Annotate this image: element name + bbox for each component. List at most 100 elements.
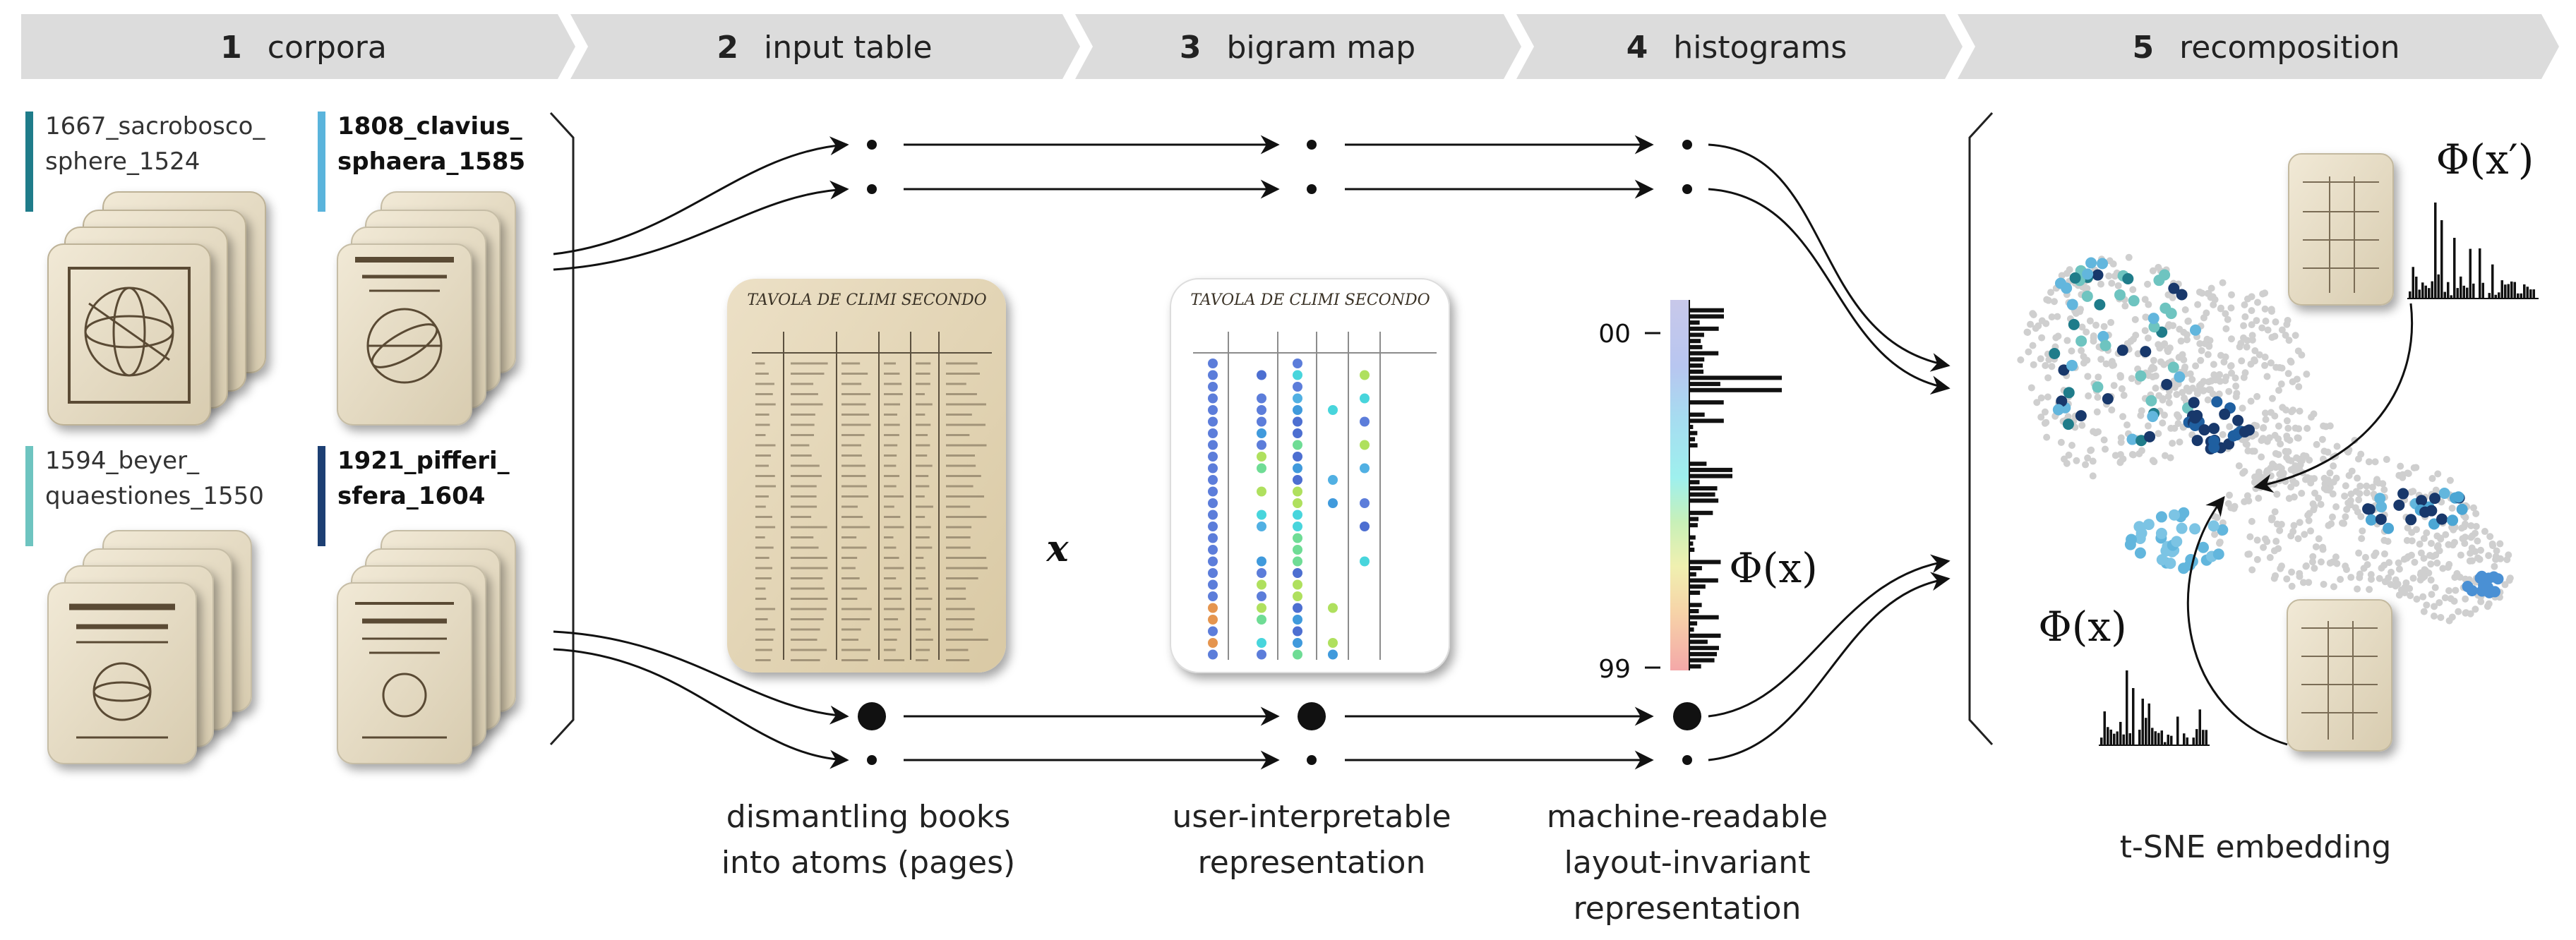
histogram-bottom-bar <box>2147 703 2150 745</box>
tsne-point <box>2441 594 2449 602</box>
tsne-point <box>2275 451 2282 459</box>
book-title-line1: 1921_pifferi_ <box>337 447 510 475</box>
tsne-point <box>2421 572 2428 580</box>
tsne-point <box>2111 272 2119 280</box>
tsne-point <box>2032 325 2039 332</box>
tsne-point <box>2332 553 2340 561</box>
histogram-bar <box>1690 548 1695 552</box>
tsne-point <box>2141 327 2149 335</box>
bigram-dot <box>1208 416 1218 427</box>
tsne-point <box>2496 540 2504 548</box>
tsne-point <box>2302 562 2310 570</box>
tsne-point <box>2276 526 2284 534</box>
tsne-point <box>2376 574 2383 582</box>
tsne-point <box>2121 302 2129 310</box>
tsne-point <box>2311 489 2319 497</box>
tsne-point <box>2024 328 2032 336</box>
tsne-point <box>2354 455 2362 463</box>
tsne-point <box>2094 394 2102 402</box>
tsne-point <box>2037 394 2045 402</box>
tsne-point <box>2271 412 2279 420</box>
bigram-dot <box>1208 405 1218 415</box>
tsne-point <box>2102 360 2110 368</box>
tsne-point <box>2265 434 2273 442</box>
tsne-point <box>2261 289 2269 297</box>
tsne-point <box>2042 362 2049 370</box>
thumbnail-top <box>2288 153 2394 306</box>
tsne-point <box>2117 434 2125 442</box>
tsne-point <box>2289 476 2296 484</box>
banner-num-4: 4 <box>1627 30 1648 66</box>
tsne-highlight-point <box>2049 348 2061 360</box>
tsne-highlight-point <box>2054 277 2066 289</box>
tsne-point <box>2211 531 2219 538</box>
tsne-point <box>2186 370 2194 378</box>
tsne-point <box>2272 572 2280 579</box>
tsne-point <box>2363 489 2371 497</box>
bigram-dot <box>1257 615 1266 625</box>
bigram-dot <box>1328 475 1338 485</box>
tsne-point <box>2472 510 2480 517</box>
tsne-point <box>2445 541 2452 548</box>
tsne-highlight-point <box>2456 503 2468 515</box>
tsne-point <box>2347 497 2354 505</box>
tsne-point <box>2410 464 2418 471</box>
bigram-dot <box>1208 615 1218 625</box>
histogram-bottom-bar <box>2176 716 2179 745</box>
tsne-point <box>2238 357 2246 365</box>
caption-hist-line3: representation <box>1574 891 1802 927</box>
histogram-bar <box>1690 510 1713 515</box>
pointer-arrow-top <box>2253 303 2413 493</box>
tsne-point <box>2283 417 2291 425</box>
tsne-point <box>2261 409 2269 417</box>
tsne-point <box>2303 370 2311 378</box>
tsne-point <box>2097 356 2105 363</box>
tsne-point <box>2320 484 2328 492</box>
tsne-point <box>2408 529 2416 536</box>
tsne-point <box>2381 578 2389 586</box>
book-title-line1: 1808_clavius_ <box>337 112 522 140</box>
tsne-point <box>2078 347 2085 354</box>
histogram-bar <box>1690 375 1782 380</box>
tsne-point <box>2284 447 2292 455</box>
banner-num-2: 2 <box>717 30 738 66</box>
bigram-dot <box>1208 603 1218 613</box>
caption-bigram-line1: user-interpretable <box>1172 799 1451 835</box>
tsne-point <box>2189 384 2197 392</box>
histogram-bar <box>1690 486 1718 490</box>
bigram-dot <box>1257 463 1266 474</box>
tsne-highlight-point <box>2161 378 2173 390</box>
tsne-point <box>2174 411 2181 418</box>
tsne-point <box>2428 475 2436 483</box>
tsne-point <box>2476 555 2484 563</box>
tsne-point <box>2239 404 2246 412</box>
tsne-point <box>2237 339 2245 347</box>
histogram-bar <box>1690 621 1698 626</box>
tsne-point <box>2448 505 2456 512</box>
tsne-point <box>2361 553 2369 561</box>
tsne-point <box>2125 253 2133 261</box>
book-title-line1: 1594_beyer_ <box>45 447 200 475</box>
bigram-dot <box>1360 393 1370 404</box>
bigram-dot <box>1208 568 1218 578</box>
tsne-point <box>2100 436 2108 444</box>
bigram-dot <box>1257 510 1266 520</box>
tsne-point <box>2485 600 2493 608</box>
tsne-point <box>2256 351 2263 358</box>
tsne-highlight-point <box>2126 433 2138 445</box>
corpora-panel: 1667_sacrobosco_ sphere_1524 1808_claviu… <box>25 112 575 764</box>
tsne-point <box>2093 408 2101 416</box>
tsne-point <box>2319 543 2327 551</box>
tsne-point <box>2328 513 2336 521</box>
book-title-line1: 1667_sacrobosco_ <box>45 112 265 140</box>
tsne-point <box>2037 414 2045 421</box>
tsne-point <box>2332 503 2340 511</box>
tsne-highlight-point <box>2447 514 2459 526</box>
bigram-dot <box>1360 370 1370 380</box>
tsne-point <box>2337 576 2344 584</box>
tsne-point <box>2387 581 2395 589</box>
bigram-dot <box>1208 510 1218 520</box>
tsne-point <box>2198 289 2206 297</box>
histogram-bar <box>1690 646 1719 651</box>
tsne-point <box>2395 565 2403 573</box>
